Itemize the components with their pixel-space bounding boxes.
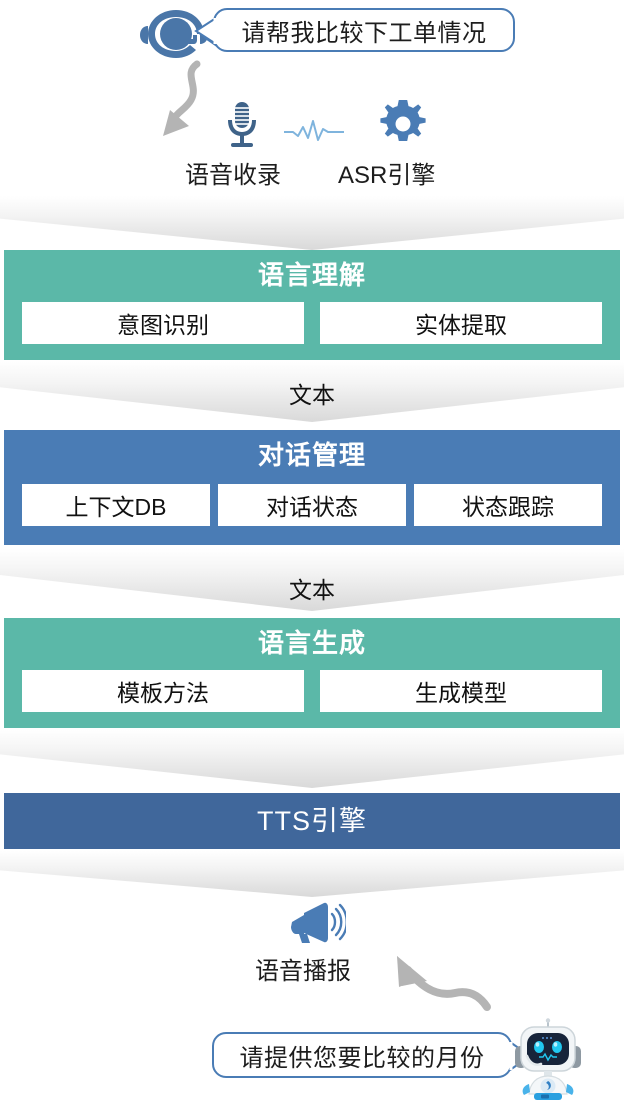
microphone-icon (228, 102, 256, 147)
audio-waveform-icon (284, 120, 344, 141)
bot-bubble-text: 请提供您要比较的月份 (239, 1044, 485, 1072)
stage-tts-engine[interactable]: TTS引擎 (4, 793, 620, 849)
connector-chevron-5 (0, 851, 624, 897)
user-bubble-text: 请帮我比较下工单情况 (241, 19, 487, 47)
module-template-method[interactable]: 模板方法 (22, 670, 304, 712)
voice-broadcast-label: 语音播报 (255, 958, 351, 985)
module-generative-model[interactable]: 生成模型 (320, 670, 602, 712)
gear-icon (380, 100, 426, 141)
module-state-tracking[interactable]: 状态跟踪 (414, 484, 602, 526)
stage-nlg-title: 语言生成 (257, 628, 366, 658)
user-bubble-tail (194, 17, 217, 45)
stage-dm-title: 对话管理 (257, 440, 366, 470)
connector-chevron-4 (0, 730, 624, 788)
curved-down-arrow-icon (163, 60, 201, 136)
connector-label-text-2: 文本 (289, 577, 335, 603)
stage-dialog-management[interactable]: 对话管理 上下文DB 对话状态 状态跟踪 (4, 430, 620, 545)
asr-engine-label: ASR引擎 (338, 162, 436, 189)
module-entity-extraction[interactable]: 实体提取 (320, 302, 602, 344)
module-intent-recognition[interactable]: 意图识别 (22, 302, 304, 344)
stage-tts-title: TTS引擎 (257, 805, 367, 836)
stage-nlu[interactable]: 语言理解 意图识别 实体提取 (4, 250, 620, 360)
stage-nlg[interactable]: 语言生成 模板方法 生成模型 (4, 618, 620, 728)
connector-label-text-1: 文本 (289, 382, 335, 408)
user-speech-bubble: 请帮我比较下工单情况 (213, 8, 515, 52)
stage-nlu-modules: 意图识别 实体提取 (4, 302, 620, 344)
stage-nlg-modules: 模板方法 生成模型 (4, 670, 620, 712)
robot-assistant-icon (515, 1018, 581, 1100)
module-dialog-state[interactable]: 对话状态 (218, 484, 406, 526)
voice-capture-label: 语音收录 (185, 162, 281, 189)
connector-chevron-1 (0, 196, 624, 250)
stage-nlu-title: 语言理解 (257, 260, 366, 290)
stage-dm-modules: 上下文DB 对话状态 状态跟踪 (4, 484, 620, 526)
curved-up-left-arrow-icon (397, 956, 491, 1011)
module-context-db[interactable]: 上下文DB (22, 484, 210, 526)
bot-speech-bubble: 请提供您要比较的月份 (212, 1032, 512, 1078)
megaphone-speaker-icon (291, 902, 346, 943)
